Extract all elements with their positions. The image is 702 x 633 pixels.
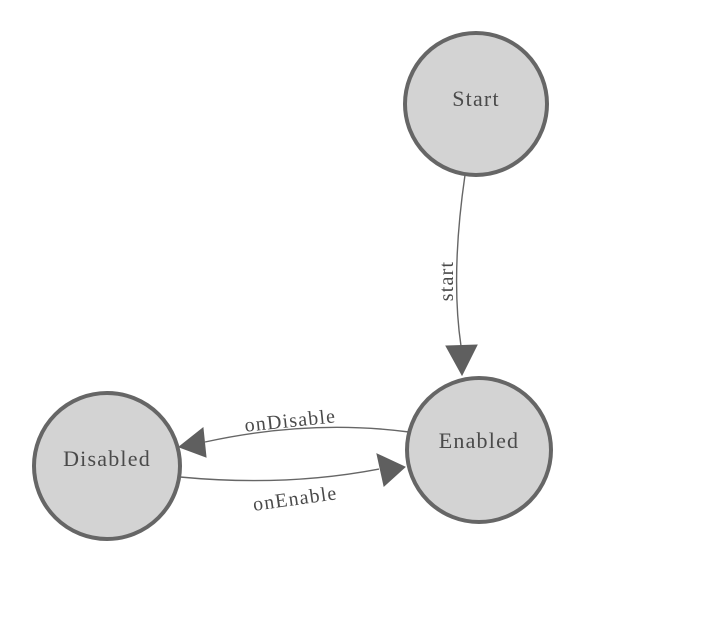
node-enabled-circle[interactable]: [405, 376, 553, 524]
node-start-label: Start: [452, 86, 500, 111]
node-disabled-label: Disabled: [63, 446, 151, 471]
edge-label-on-enable: onEnable: [251, 482, 338, 516]
node-disabled[interactable]: Disabled: [32, 391, 182, 541]
node-enabled[interactable]: Enabled: [405, 376, 553, 524]
edge-label-on-disable: onDisable: [244, 405, 338, 436]
node-start[interactable]: Start: [403, 31, 549, 177]
edge-line-on-disable: [204, 426, 410, 443]
arrowhead-right-icon: [376, 453, 406, 487]
node-disabled-circle[interactable]: [32, 391, 182, 541]
edge-on-disable: onDisable: [177, 405, 410, 458]
arrowhead-left-icon: [177, 427, 207, 458]
node-enabled-label: Enabled: [439, 428, 519, 453]
arrowhead-down-icon: [445, 344, 478, 377]
edge-line-on-enable: [179, 468, 380, 482]
edge-label-start: start: [436, 261, 458, 301]
edge-start-transition: start: [436, 174, 478, 377]
edge-line-start: [455, 174, 466, 347]
node-start-circle[interactable]: [403, 31, 549, 177]
edge-on-enable: onEnable: [179, 453, 406, 516]
